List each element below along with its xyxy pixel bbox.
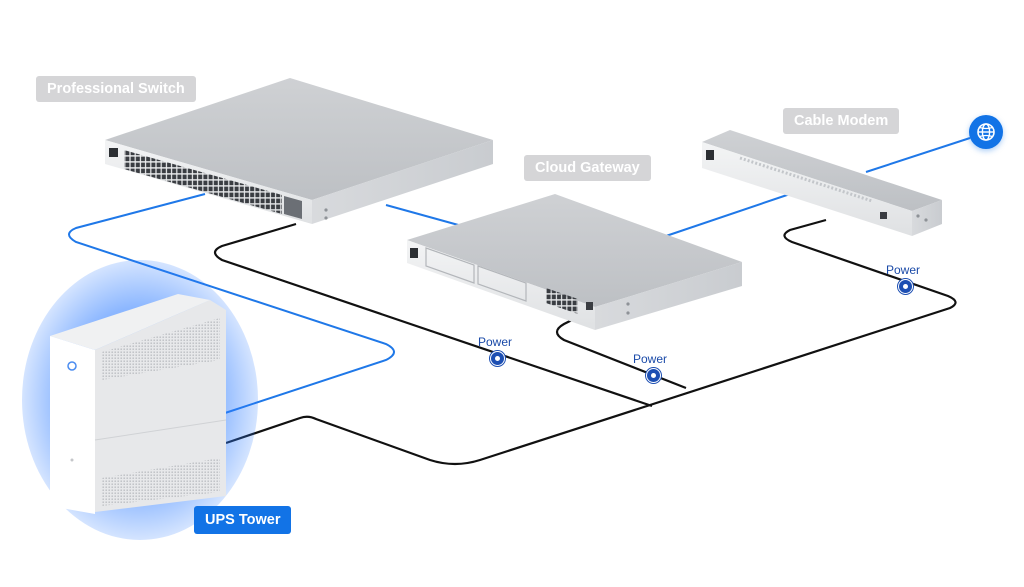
power-cable-gateway [555, 318, 687, 390]
power-cable-ups-switch [225, 218, 957, 466]
globe-glyph [977, 123, 995, 141]
data-cable-modem-internet [865, 137, 971, 173]
ups-front [50, 336, 95, 514]
power-label: Power [478, 335, 513, 349]
modem-top [702, 130, 942, 211]
cloud-gateway[interactable] [407, 194, 742, 330]
gateway-console-port [410, 248, 418, 258]
gateway-label: Cloud Gateway [524, 155, 651, 181]
switch-top [105, 78, 493, 200]
gateway-screw [626, 302, 630, 306]
gateway-top [407, 194, 742, 307]
ups-label: UPS Tower [194, 506, 292, 534]
gateway-port-bank [546, 288, 578, 314]
gateway-drive-bay-1 [425, 247, 475, 284]
power-plug-icon [490, 351, 505, 366]
modem-coax-screw [924, 218, 928, 222]
modem-vent-slots [739, 156, 873, 203]
switch-screw [324, 208, 328, 212]
ups-top [50, 294, 210, 350]
gateway-wan-port [586, 302, 593, 310]
modem-front [702, 142, 912, 236]
power-plug-icon [898, 279, 913, 294]
ups-vent-upper [102, 318, 220, 380]
switch-port-bank [124, 150, 282, 214]
gateway-side [595, 262, 742, 330]
modem-ethernet-port [880, 212, 887, 219]
ups-seam [94, 419, 227, 441]
power-label: Power [886, 263, 921, 277]
professional-switch[interactable] [105, 78, 493, 224]
power-label: Power [633, 352, 668, 366]
ups-tower[interactable] [22, 260, 258, 540]
data-cable-switch-gateway [385, 204, 463, 227]
ups-vent-lower [102, 458, 220, 506]
modem-label: Cable Modem [783, 108, 900, 134]
ups-status-led [70, 458, 74, 462]
data-cables [68, 137, 971, 415]
power-plug-icon [646, 368, 661, 383]
globe-icon[interactable] [969, 115, 1003, 149]
modem-side [912, 200, 942, 236]
cable-modem[interactable] [702, 130, 942, 236]
power-cable-switch [213, 222, 653, 408]
ups-power-button-icon [67, 361, 77, 371]
switch-label: Professional Switch [36, 76, 196, 102]
data-cable-switch-ups [68, 193, 395, 415]
switch-console-port [109, 148, 118, 157]
power-cables [213, 218, 957, 466]
switch-screw [324, 216, 328, 220]
switch-sfp-ports [284, 196, 302, 219]
gateway-drive-bay-2 [477, 265, 527, 302]
data-cable-gateway-modem [665, 193, 791, 237]
gateway-front [407, 240, 595, 330]
gateway-screw [626, 311, 630, 315]
modem-power-port [706, 150, 714, 160]
switch-side [312, 140, 493, 224]
modem-coax-screw [916, 214, 920, 218]
